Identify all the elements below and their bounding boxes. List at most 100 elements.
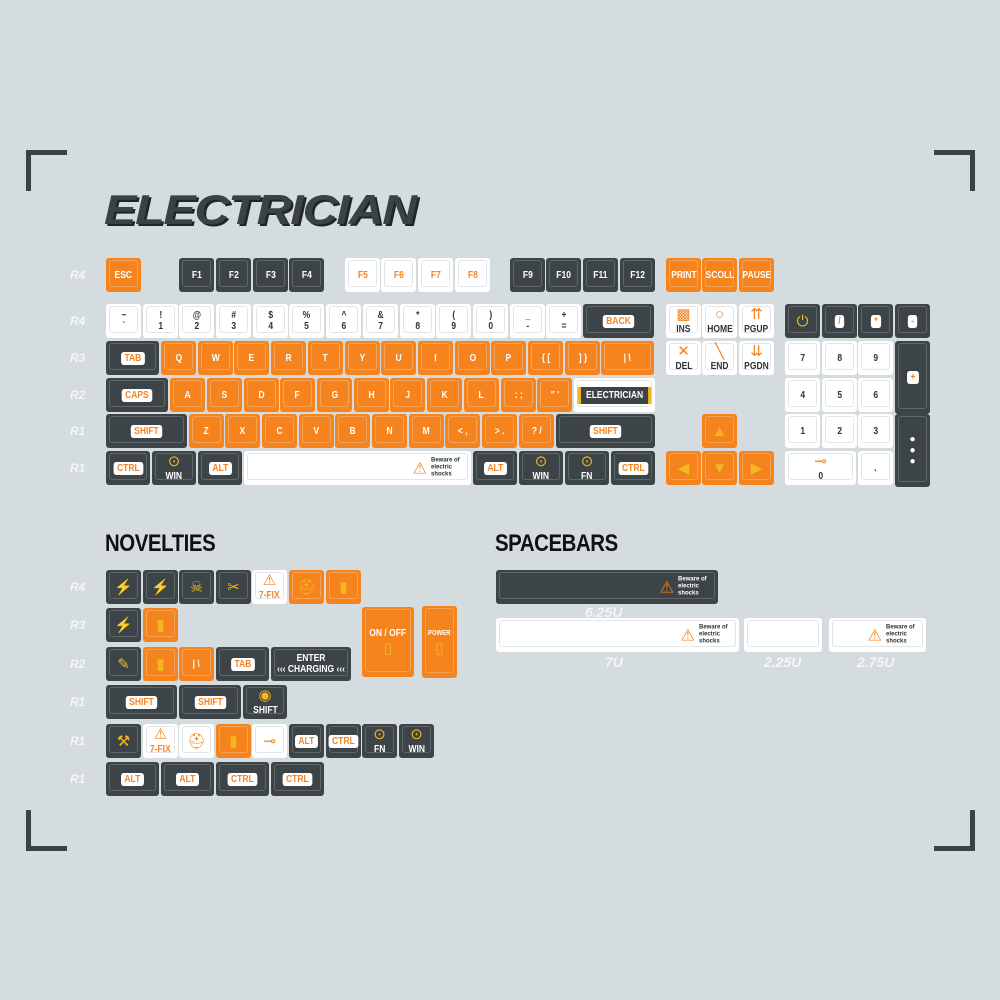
key-5[interactable]: % 5 [289, 304, 324, 338]
key-y[interactable]: Y [345, 341, 380, 375]
key-crossed-tools[interactable]: ⚒ [106, 724, 141, 758]
key-f11[interactable]: F11 [583, 258, 618, 292]
key-on-off[interactable]: ▯ON / OFF [362, 607, 414, 677]
key-3[interactable]: 3 [858, 414, 893, 448]
key-s[interactable]: S [207, 378, 242, 412]
key-shift[interactable]: SHIFT [106, 414, 187, 448]
key-f7[interactable]: F7 [418, 258, 453, 292]
key-alt[interactable]: ALT [198, 451, 242, 485]
spacebar-2-75u[interactable]: ⚠Beware of electric shocks [829, 618, 926, 652]
key-m[interactable]: M [409, 414, 444, 448]
key-l[interactable]: L [464, 378, 499, 412]
key-k[interactable]: K [427, 378, 462, 412]
key-w[interactable]: W [198, 341, 233, 375]
key-ctrl[interactable]: CTRL [611, 451, 655, 485]
key-win[interactable]: ⊙WIN [519, 451, 563, 485]
key-n[interactable]: N [372, 414, 407, 448]
key-t[interactable]: T [308, 341, 343, 375]
key-pgup[interactable]: ⇈PGUP [739, 304, 774, 338]
key-blank[interactable]: _ - [510, 304, 545, 338]
key-fn[interactable]: ⊙FN [565, 451, 609, 485]
key-shift[interactable]: SHIFT [179, 685, 241, 719]
key-end[interactable]: ╲END [702, 341, 737, 375]
key-6[interactable]: ^ 6 [326, 304, 361, 338]
key-enter-charging[interactable]: ENTER ‹‹‹ CHARGING ‹‹‹ [271, 647, 351, 681]
key-p[interactable]: P [491, 341, 526, 375]
key-ins[interactable]: ▩INS [666, 304, 701, 338]
key-f[interactable]: F [280, 378, 315, 412]
key-tab[interactable]: TAB [106, 341, 159, 375]
key-blank[interactable]: { [ [528, 341, 563, 375]
key-print[interactable]: PRINT [666, 258, 701, 292]
key-f12[interactable]: F12 [620, 258, 655, 292]
key-helmet[interactable]: ⛑ [179, 724, 214, 758]
key-f8[interactable]: F8 [455, 258, 490, 292]
key-b[interactable]: B [335, 414, 370, 448]
key-back[interactable]: BACK [583, 304, 654, 338]
key-8[interactable]: 8 [822, 341, 857, 375]
key-d[interactable]: D [244, 378, 279, 412]
key-4[interactable]: $ 4 [253, 304, 288, 338]
key-f9[interactable]: F9 [510, 258, 545, 292]
key-pgdn[interactable]: ⇊PGDN [739, 341, 774, 375]
key-blank[interactable]: - [895, 304, 930, 338]
spacebar-7u[interactable]: ⚠Beware of electric shocks [496, 618, 739, 652]
key-plug-hand[interactable]: ⚡ [143, 570, 178, 604]
key-8[interactable]: * 8 [400, 304, 435, 338]
key-c[interactable]: C [262, 414, 297, 448]
key-switch[interactable]: ▮ [216, 724, 251, 758]
key-7-fix[interactable]: ⚠7-FIX [252, 570, 287, 604]
key-blank[interactable]: | \ [601, 341, 654, 375]
key-j[interactable]: J [390, 378, 425, 412]
key-screwdriver[interactable]: ✎ [106, 647, 141, 681]
key-f3[interactable]: F3 [253, 258, 288, 292]
key-switch[interactable]: ▮ [143, 608, 178, 642]
key-f1[interactable]: F1 [179, 258, 214, 292]
key-fn[interactable]: ⊙FN [362, 724, 397, 758]
key-alt[interactable]: ALT [106, 762, 159, 796]
key-shift[interactable]: ◉SHIFT [243, 685, 287, 719]
key-blank[interactable]: " ' [537, 378, 572, 412]
key-2[interactable]: @ 2 [179, 304, 214, 338]
key-ctrl[interactable]: CTRL [326, 724, 361, 758]
key-9[interactable]: ( 9 [436, 304, 471, 338]
key-blank[interactable]: + [895, 341, 930, 414]
key-home[interactable]: ○HOME [702, 304, 737, 338]
key-q[interactable]: Q [161, 341, 196, 375]
key-arrow-down[interactable]: ▼ [702, 451, 737, 485]
key-f5[interactable]: F5 [345, 258, 380, 292]
key-blank[interactable]: * [858, 304, 893, 338]
key-esc[interactable]: ESC [106, 258, 141, 292]
key-r[interactable]: R [271, 341, 306, 375]
key-arrow-left[interactable]: ◀ [666, 451, 701, 485]
key-pliers[interactable]: ⚡ [106, 608, 141, 642]
key-i[interactable]: I [418, 341, 453, 375]
key-7[interactable]: & 7 [363, 304, 398, 338]
key-9[interactable]: 9 [858, 341, 893, 375]
key-f10[interactable]: F10 [546, 258, 581, 292]
key-1[interactable]: 1 [785, 414, 820, 448]
key-g[interactable]: G [317, 378, 352, 412]
key-blank[interactable]: ~ ` [106, 304, 141, 338]
key-tester[interactable]: ⚡ [106, 570, 141, 604]
key-electrician[interactable]: ELECTRICIAN [574, 378, 655, 412]
key-e[interactable]: E [234, 341, 269, 375]
key-blank[interactable]: ] } [565, 341, 600, 375]
key-win[interactable]: ⊙WIN [399, 724, 434, 758]
key-blank[interactable]: ? / [519, 414, 554, 448]
key-blank[interactable]: < , [445, 414, 480, 448]
key-arrow-up[interactable]: ▲ [702, 414, 737, 448]
spacebar-6-25u[interactable]: ⚠Beware of electric shocks [496, 570, 718, 604]
key-7[interactable]: 7 [785, 341, 820, 375]
key-ctrl[interactable]: CTRL [216, 762, 269, 796]
key-del[interactable]: ✕DEL [666, 341, 701, 375]
key-arrow-right[interactable]: ▶ [739, 451, 774, 485]
key-blank[interactable]: : ; [501, 378, 536, 412]
key-a[interactable]: A [170, 378, 205, 412]
spacebar-2-25u[interactable] [744, 618, 822, 652]
key-blank[interactable]: / [822, 304, 857, 338]
key-ctrl[interactable]: CTRL [106, 451, 150, 485]
key-skull[interactable]: ☠ [179, 570, 214, 604]
key-u[interactable]: U [381, 341, 416, 375]
key-5[interactable]: 5 [822, 378, 857, 412]
